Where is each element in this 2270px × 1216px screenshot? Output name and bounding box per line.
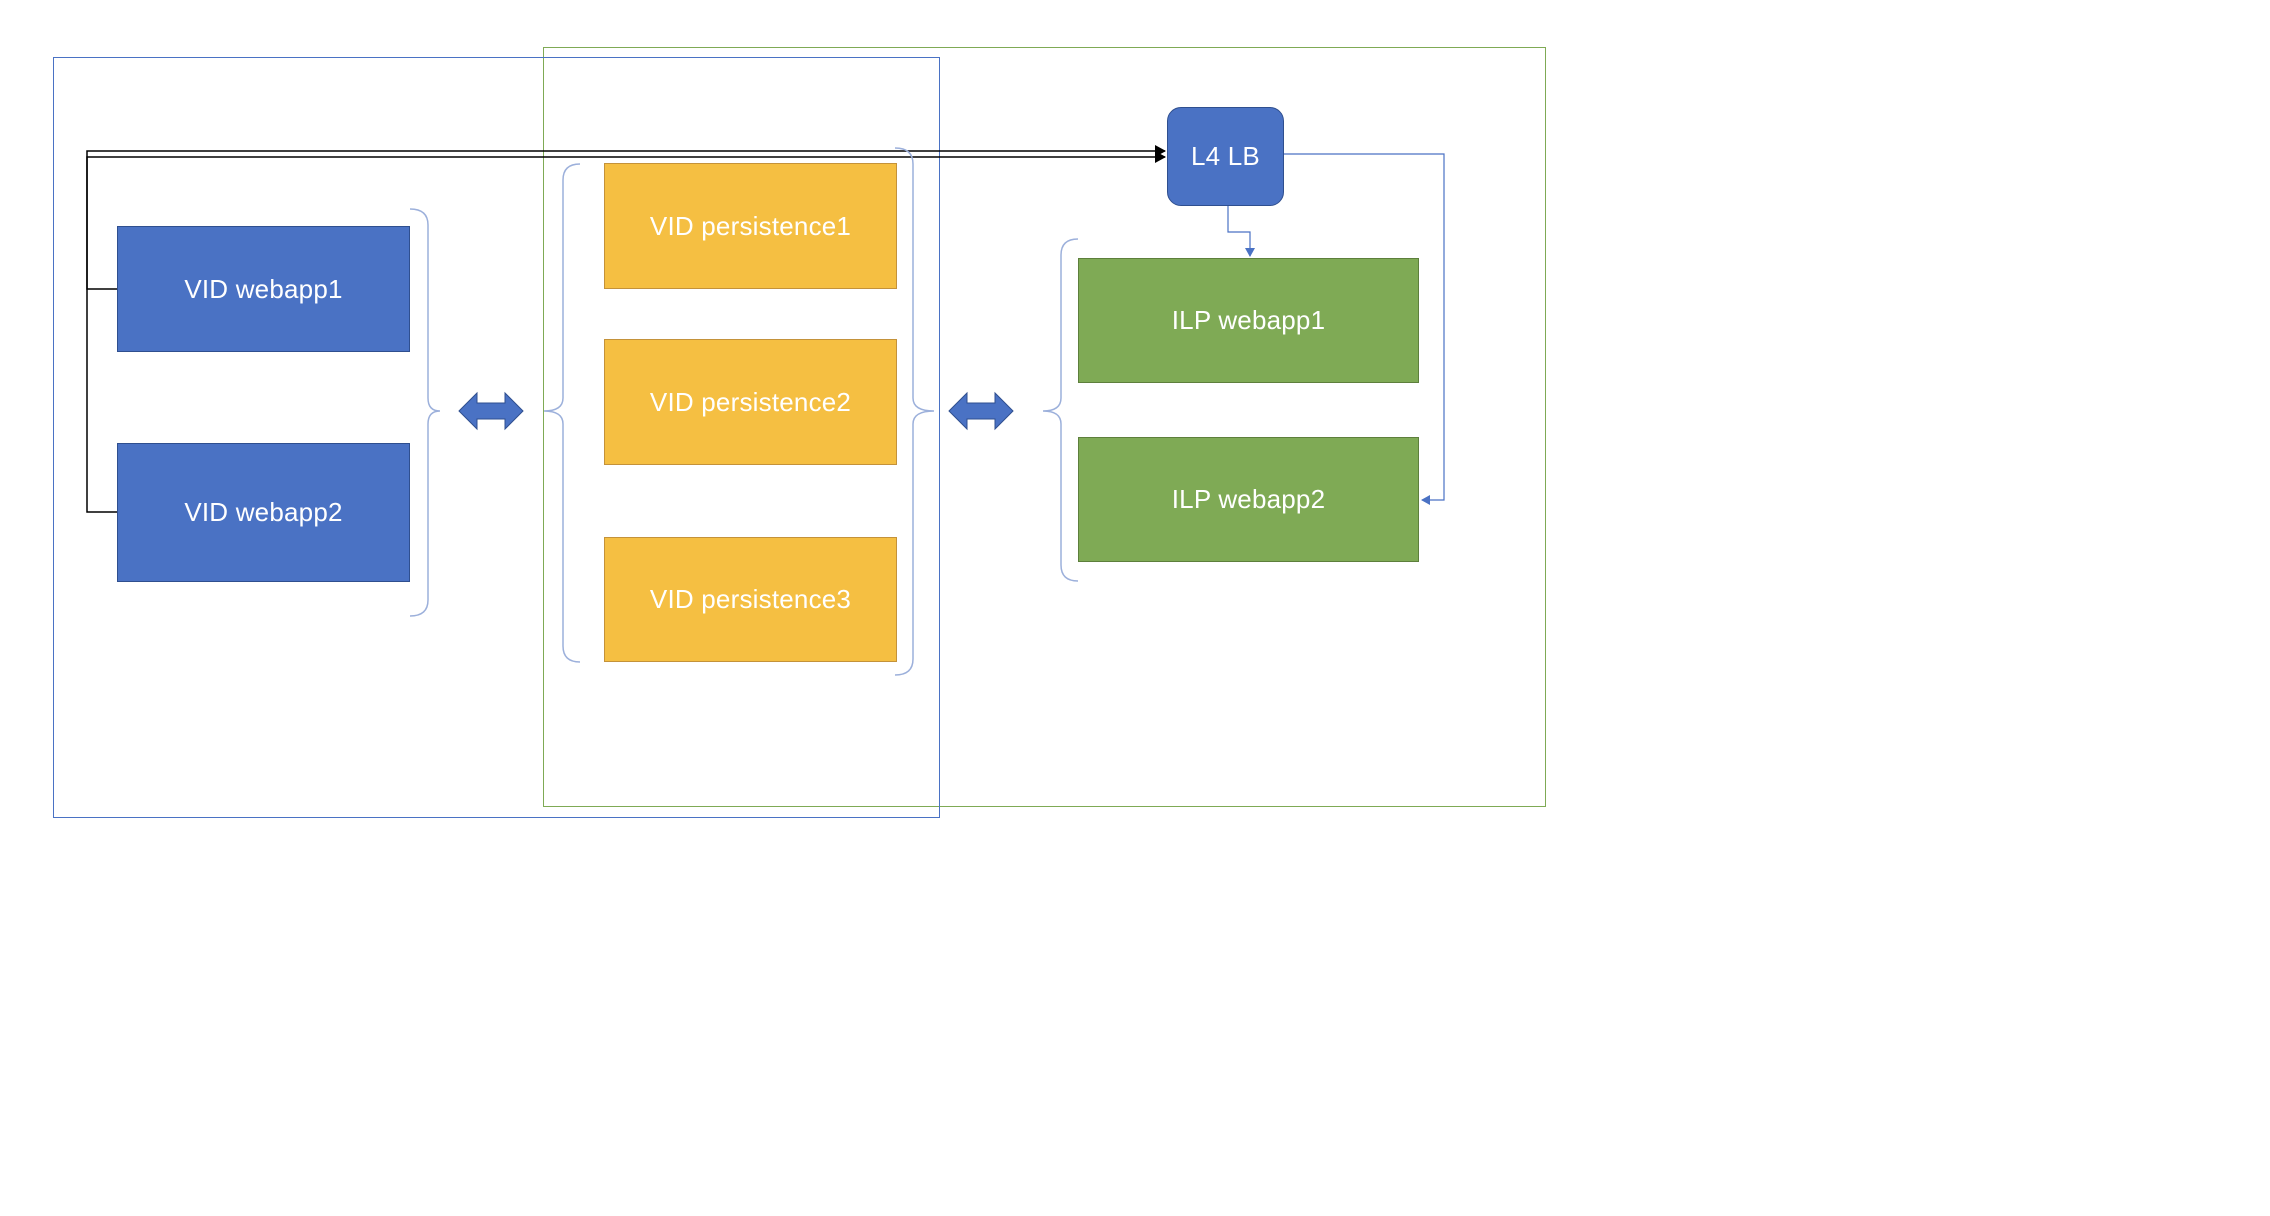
architecture-diagram: VID webapp1 VID webapp2 VID persistence1… xyxy=(0,0,1560,836)
vid-persistence2-node: VID persistence2 xyxy=(604,339,897,465)
vid-persistence3-node: VID persistence3 xyxy=(604,537,897,662)
l4-load-balancer-node: L4 LB xyxy=(1167,107,1284,206)
vid-webapp2-node: VID webapp2 xyxy=(117,443,410,582)
ilp-webapp2-node: ILP webapp2 xyxy=(1078,437,1419,562)
vid-persistence1-node: VID persistence1 xyxy=(604,163,897,289)
ilp-webapp1-node: ILP webapp1 xyxy=(1078,258,1419,383)
vid-webapp1-node: VID webapp1 xyxy=(117,226,410,352)
